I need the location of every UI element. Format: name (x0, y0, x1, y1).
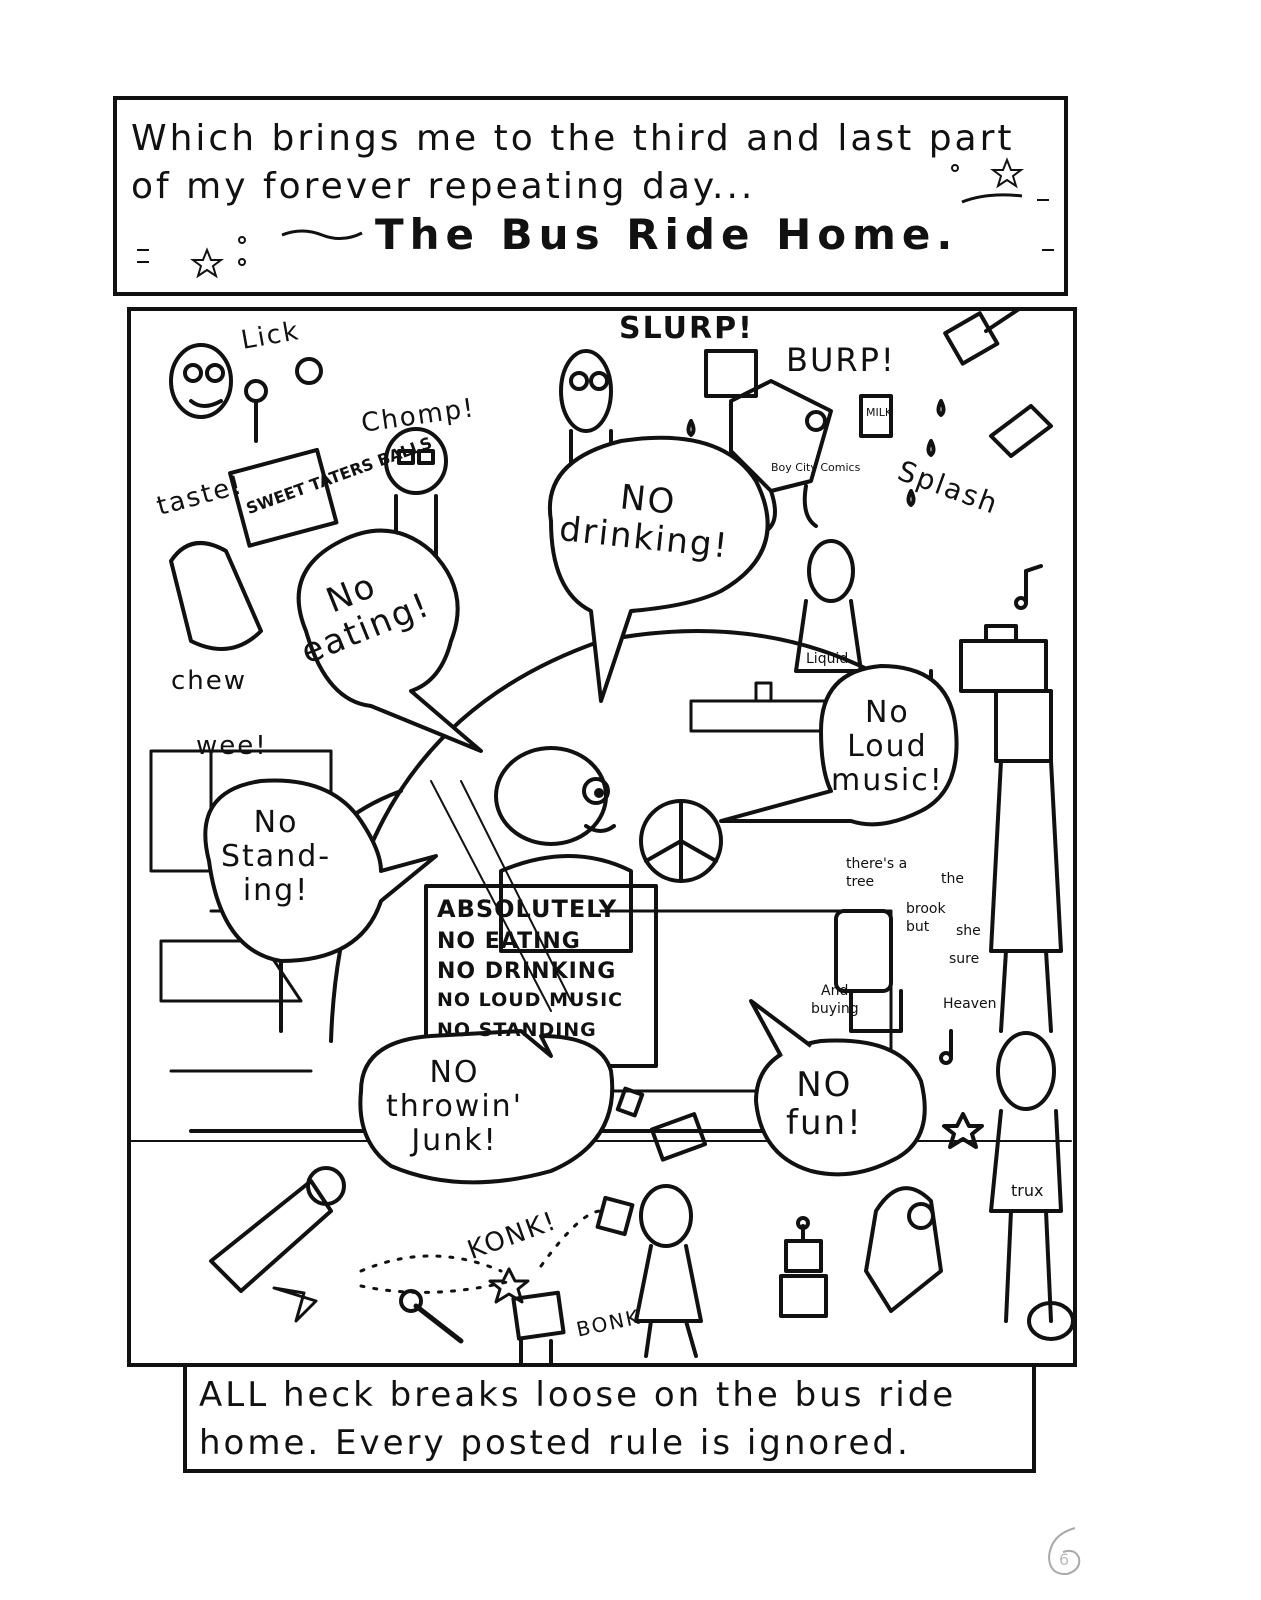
speech-bubbles (203, 435, 959, 1185)
caption-decorations (137, 157, 1054, 279)
label-milk: MILK (866, 406, 893, 419)
lyric-0: there's a (846, 856, 908, 872)
bubble-no-loud-music: No Loud music! (831, 696, 944, 798)
bubble-no-loud-music-shape (719, 664, 959, 827)
lyric-1: tree (846, 874, 875, 890)
label-boy-city-comics: Boy City Comics (771, 461, 861, 474)
rules-sign: ABSOLUTELY NO EATING NO DRINKING NO LOUD… (431, 891, 653, 1066)
bubble-no-throwin-junk-shape (358, 1029, 615, 1185)
label-liquid: Liquid (806, 651, 849, 667)
page-number-swirl (1047, 1527, 1081, 1576)
sfx-chew: chew (171, 666, 248, 696)
bubble-no-throwin-junk-line-1: NO (429, 1055, 480, 1090)
top-caption-box: Which brings me to the third and last pa… (113, 96, 1068, 296)
sign-line-2: NO EATING (437, 929, 581, 954)
bubble-no-fun-line-2: fun! (786, 1103, 863, 1143)
lyric-5: she (956, 923, 981, 939)
bubble-no-throwin-junk: NO throwin' Junk! (386, 1056, 523, 1158)
sfx-slurp: SLURP! (619, 311, 754, 346)
page-number-text: 6 (1059, 1550, 1070, 1569)
bubble-no-fun-line-1: NO (796, 1065, 853, 1105)
story-title: The Bus Ride Home. (375, 210, 959, 259)
sign-line-4: NO LOUD MUSIC (437, 989, 624, 1011)
sfx-burp: BURP! (786, 341, 896, 379)
sign-line-5: NO STANDING (437, 1019, 597, 1041)
sign-line-1: ABSOLUTELY (437, 895, 618, 923)
top-caption-line-2: of my forever repeating day... (131, 166, 756, 207)
lyric-3: brook (906, 901, 946, 917)
bubble-no-fun: NO fun! (786, 1066, 863, 1142)
bubble-no-standing-line-2: Stand- (221, 839, 332, 874)
top-caption-line-1: Which brings me to the third and last pa… (131, 118, 1015, 159)
sign-line-3: NO DRINKING (437, 959, 617, 984)
bubble-no-standing-line-1: No (253, 805, 299, 840)
bus-scene-drawing (131, 311, 1073, 1363)
bubble-no-eating-shape (296, 528, 483, 753)
lyric-2: the (941, 871, 964, 887)
sfx-wee: wee! (196, 731, 268, 761)
bubble-no-drinking-shape (547, 435, 770, 703)
bottom-caption-line-1: ALL heck breaks loose on the bus ride (199, 1375, 957, 1415)
comic-panel: No eating! NO drinking! No Loud music! N… (127, 307, 1077, 1367)
label-trux: trux (1011, 1181, 1044, 1200)
bottom-caption-box: ALL heck breaks loose on the bus ride ho… (183, 1363, 1036, 1473)
lyric-6: sure (949, 951, 980, 967)
bubble-no-standing: No Stand- ing! (221, 806, 331, 908)
lyric-8: buying (811, 1001, 859, 1017)
bubble-no-standing-line-3: ing! (242, 873, 310, 908)
page-number: 6 (1035, 1520, 1095, 1580)
bubble-no-loud-music-line-2: Loud (847, 729, 928, 764)
lyric-7: And (821, 983, 849, 999)
bubble-no-throwin-junk-line-2: throwin' (386, 1089, 523, 1124)
bubble-no-loud-music-line-3: music! (831, 763, 944, 798)
lyric-9: Heaven (943, 996, 997, 1012)
bubble-no-loud-music-line-1: No (864, 695, 910, 730)
bottom-caption-line-2: home. Every posted rule is ignored. (199, 1423, 911, 1463)
lyric-4: but (906, 919, 930, 935)
bubble-no-fun-tail (749, 999, 813, 1057)
bubble-no-standing-shape (203, 778, 438, 963)
bubble-no-throwin-junk-line-3: Junk! (411, 1123, 498, 1158)
